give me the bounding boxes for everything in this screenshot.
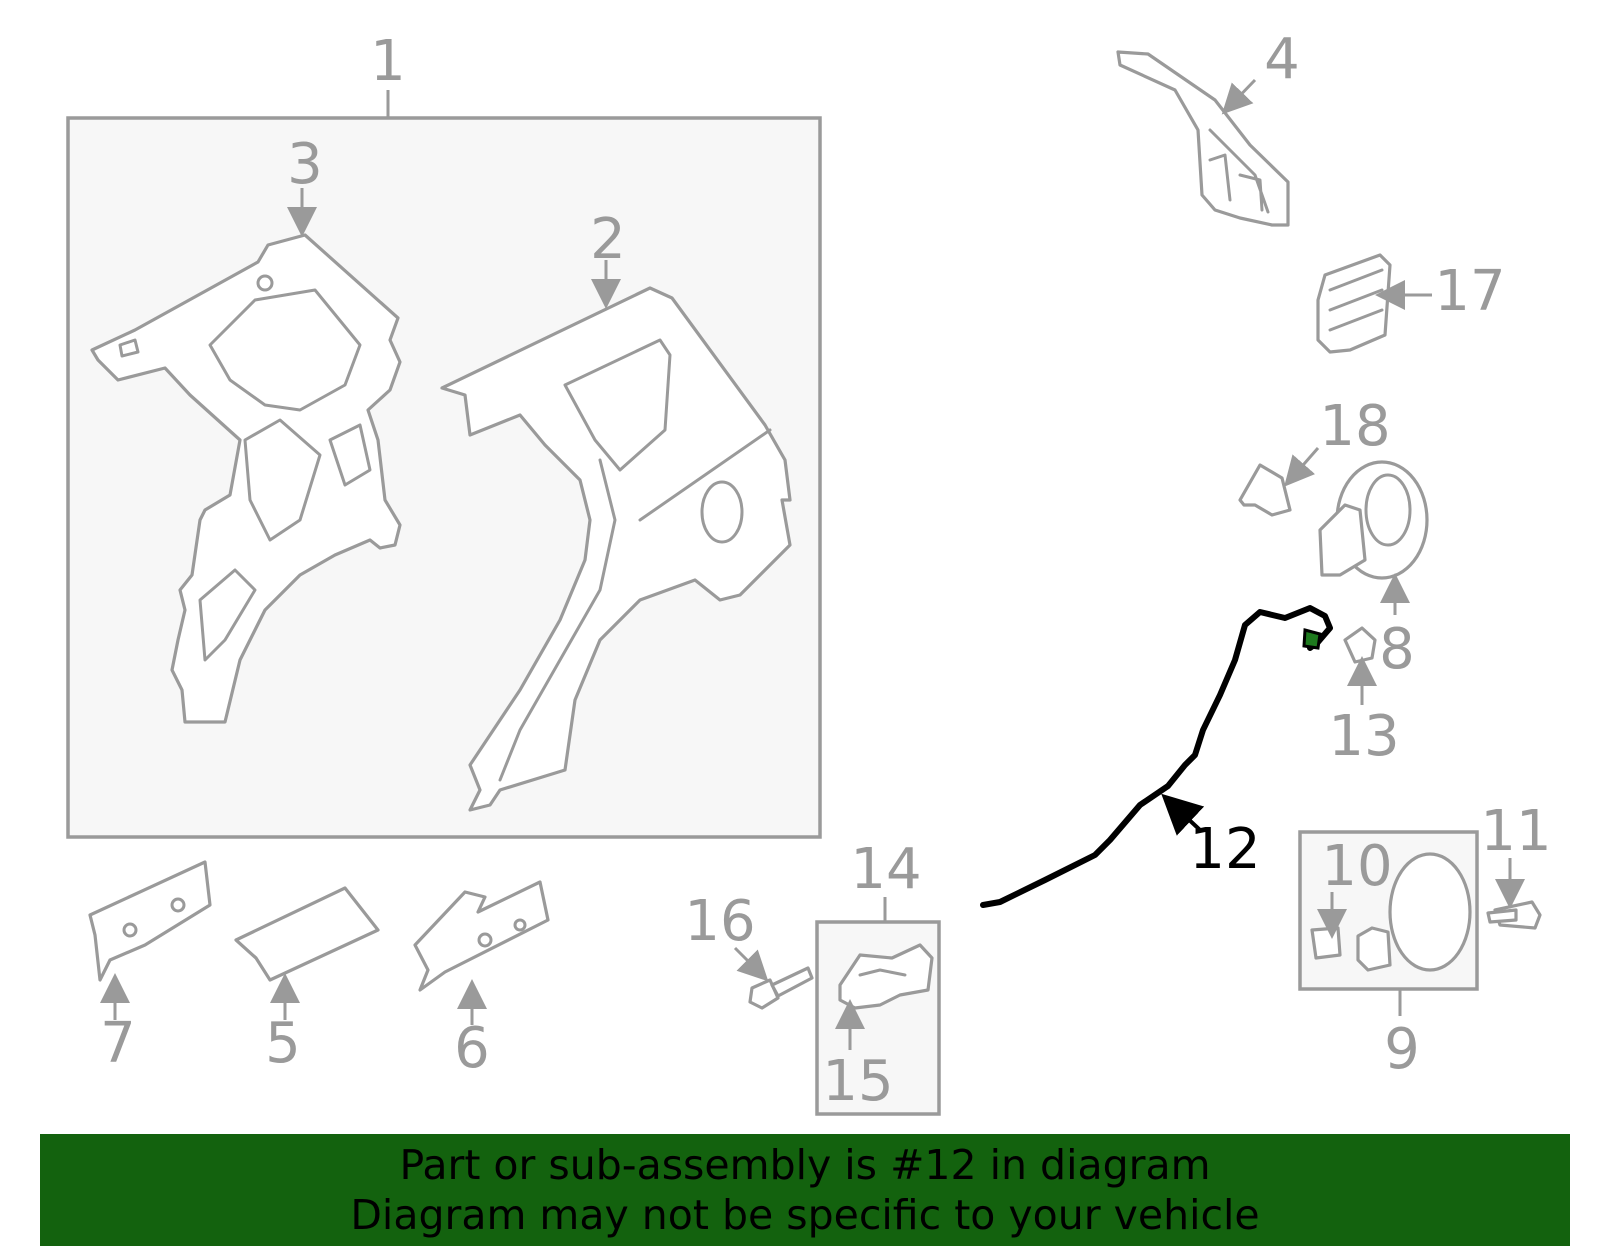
callout-3: 3: [287, 132, 323, 197]
part-6-bracket: [413, 880, 550, 992]
callout-15: 15: [822, 1049, 893, 1114]
callout-2: 2: [590, 207, 626, 272]
banner-line-1: Part or sub-assembly is #12 in diagram: [399, 1141, 1211, 1189]
callout-16: 16: [684, 889, 755, 954]
part-4-bracket: [1116, 50, 1290, 227]
callout-8: 8: [1379, 617, 1415, 682]
callout-5: 5: [265, 1011, 301, 1076]
callout-4: 4: [1264, 27, 1300, 92]
callout-11: 11: [1480, 799, 1551, 864]
callout-6: 6: [454, 1016, 490, 1081]
part-8-fuel-housing: [1318, 460, 1429, 580]
info-banner: Part or sub-assembly is #12 in diagram D…: [40, 1134, 1570, 1246]
callout-14: 14: [850, 837, 921, 902]
part-7-bracket: [88, 860, 212, 982]
callout-13: 13: [1328, 704, 1399, 769]
part-5-strip: [234, 886, 380, 982]
callout-17: 17: [1434, 259, 1505, 324]
part-17-vent: [1316, 253, 1392, 354]
banner-line-2: Diagram may not be specific to your vehi…: [350, 1191, 1260, 1239]
callout-12: 12: [1189, 817, 1260, 882]
callout-18: 18: [1319, 394, 1390, 459]
callout-7: 7: [100, 1011, 136, 1076]
assembly-box-9: [1298, 830, 1479, 1016]
callout-9: 9: [1384, 1017, 1420, 1082]
inner-quarter-panel: [90, 233, 402, 724]
outer-quarter-panel: [440, 286, 792, 812]
part-12-fuel-door-cable: [980, 605, 1333, 908]
part-11-screw: [1486, 900, 1542, 930]
part-18-clip: [1238, 463, 1292, 517]
callout-10: 10: [1321, 834, 1392, 899]
part-13-clip: [1343, 626, 1377, 664]
callout-1: 1: [370, 29, 406, 94]
